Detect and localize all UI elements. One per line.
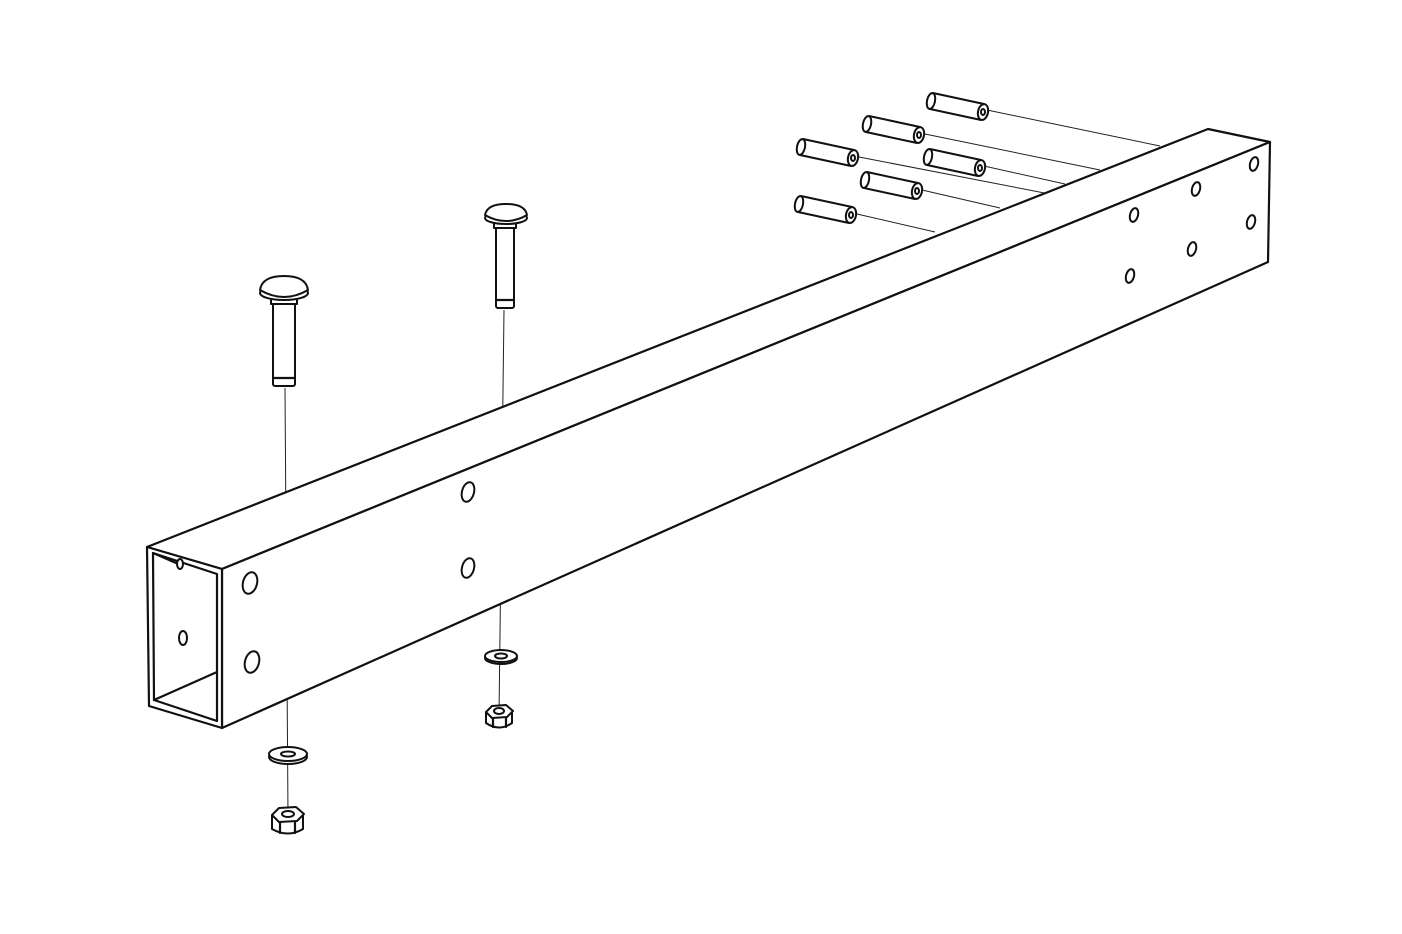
spacer-tubes [793, 92, 990, 224]
guide-line-spacer-2 [924, 133, 1101, 171]
spacer-bore [977, 164, 983, 172]
spacer-body [929, 92, 985, 121]
tube-hole [1128, 207, 1140, 223]
tube-inner-hole [178, 630, 188, 646]
spacer-back-end [925, 92, 937, 110]
carriage-bolt-left [259, 275, 309, 387]
spacer-bore [850, 154, 856, 162]
spacer-back-end [922, 148, 934, 166]
washer-right [484, 649, 518, 665]
spacer-tube [795, 138, 860, 167]
spacer-body [797, 195, 853, 224]
spacer-tube [859, 171, 924, 200]
tube-hole [243, 650, 261, 674]
tube-hole [241, 571, 259, 595]
spacer-body [865, 115, 921, 144]
guide-line-spacer-1 [986, 109, 1161, 147]
square-tube-beam [145, 127, 1272, 730]
tube-side-face [220, 140, 1272, 730]
lock-nut-right [485, 704, 514, 729]
tube-hole [460, 557, 476, 579]
spacer-bore [848, 211, 854, 219]
spacer-tube [922, 148, 987, 177]
spacer-back-end [859, 171, 871, 189]
tube-hole [1245, 214, 1257, 230]
bolt-shank [495, 221, 515, 309]
tube-hole [1248, 156, 1260, 172]
spacer-tube [925, 92, 990, 121]
nut-hole [281, 810, 295, 818]
spacer-bore [914, 187, 920, 195]
spacer-body [863, 171, 919, 200]
spacer-back-end [795, 138, 807, 156]
tube-opening [151, 551, 219, 723]
bolt-dome-head [259, 275, 309, 298]
tube-inner-edge-top [151, 551, 178, 565]
guide-line-spacer-3 [983, 165, 1066, 185]
tube-hole [460, 481, 476, 503]
washer-hole [494, 652, 508, 660]
tube-hole [1186, 241, 1198, 257]
tube-inner-hole-top [176, 558, 184, 570]
spacer-tube [861, 115, 926, 144]
bolt-shank [272, 297, 296, 387]
tube-hole [1190, 181, 1202, 197]
guide-line-spacer-6 [856, 213, 936, 233]
lock-nut-left [271, 806, 305, 835]
nut-hole [493, 707, 505, 715]
spacer-back-end [793, 195, 805, 213]
spacer-bore [916, 131, 922, 139]
spacer-back-end [861, 115, 873, 133]
guide-line-spacer-5 [921, 189, 1001, 209]
tube-hole [1124, 268, 1136, 284]
spacer-bore [980, 108, 986, 116]
tube-inner-edge [152, 670, 219, 702]
washer-hole [280, 750, 296, 758]
carriage-bolt-right [484, 203, 528, 309]
spacer-tube [793, 195, 858, 224]
guide-line-spacer-4 [858, 156, 1061, 197]
spacer-body [799, 138, 855, 167]
washer-left [268, 746, 308, 765]
bolt-dome-head [484, 203, 528, 222]
